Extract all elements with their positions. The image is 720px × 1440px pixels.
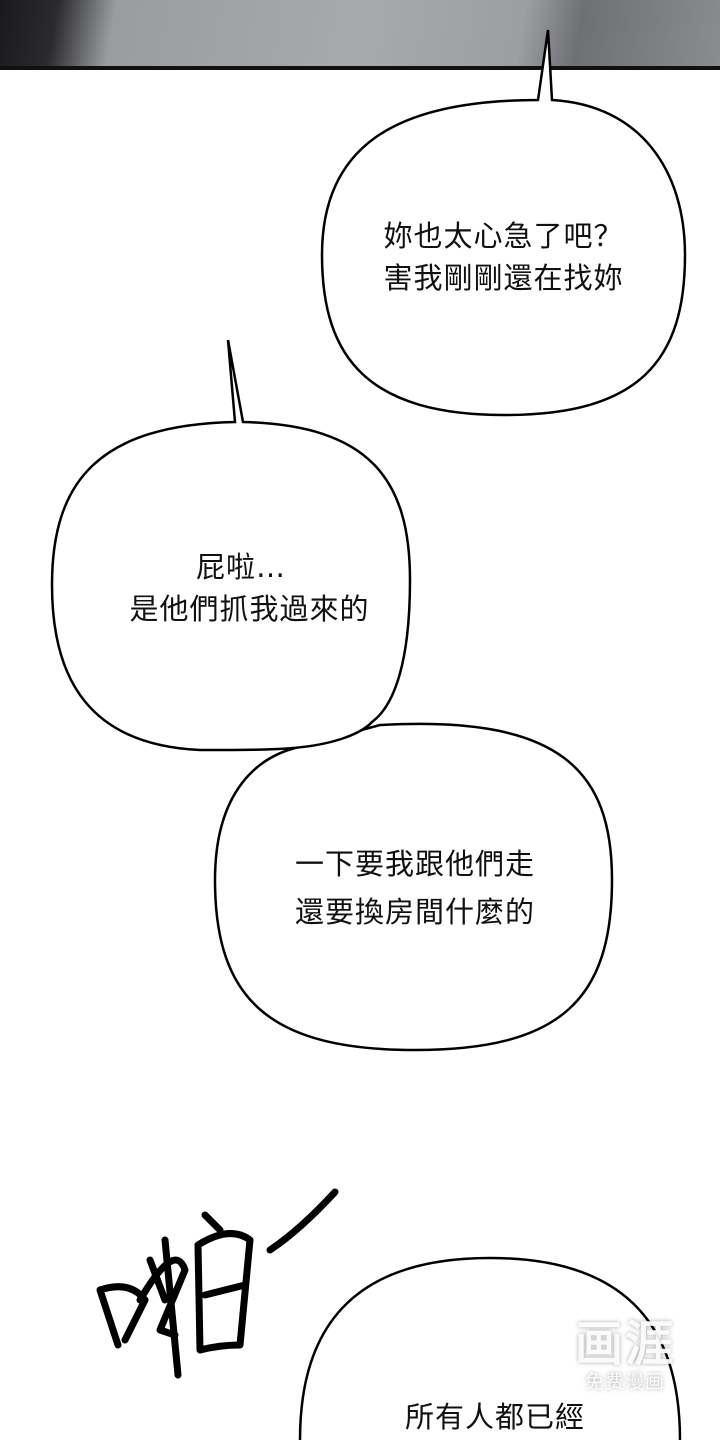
- speech-bubble-3: [213, 722, 614, 1052]
- dialogue-line: 屁啦…: [196, 550, 287, 584]
- bubble-1-text: 妳也太心急了吧？ 害我剛剛還在找妳: [322, 215, 685, 299]
- speech-bubble-2: [50, 339, 412, 752]
- speech-bubble-1: [320, 29, 687, 417]
- dialogue-line: 妳也太心急了吧？: [383, 219, 624, 253]
- bubble-2-text: 屁啦… 是他們抓我過來的: [52, 546, 447, 630]
- dialogue-line: 所有人都已經: [404, 1400, 585, 1434]
- comic-panel-image: [0, 0, 720, 70]
- dialogue-line: 害我剛剛還在找妳: [383, 261, 624, 295]
- bubble-3-text: 一下要我跟他們走 還要換房間什麼的: [215, 840, 615, 936]
- watermark-logo: 画涯: [574, 1316, 675, 1372]
- bubble-4-text: 所有人都已經: [300, 1396, 690, 1438]
- dialogue-line: 還要換房間什麼的: [294, 895, 535, 929]
- watermark: 画涯 免费漫画: [562, 1318, 688, 1394]
- sfx-pa-lettering: [96, 1188, 339, 1379]
- dialogue-line: 一下要我跟他們走: [294, 847, 535, 881]
- speech-bubble-4: [298, 1256, 682, 1440]
- dialogue-line: 是他們抓我過來的: [129, 592, 370, 626]
- watermark-tagline: 免费漫画: [584, 1371, 665, 1393]
